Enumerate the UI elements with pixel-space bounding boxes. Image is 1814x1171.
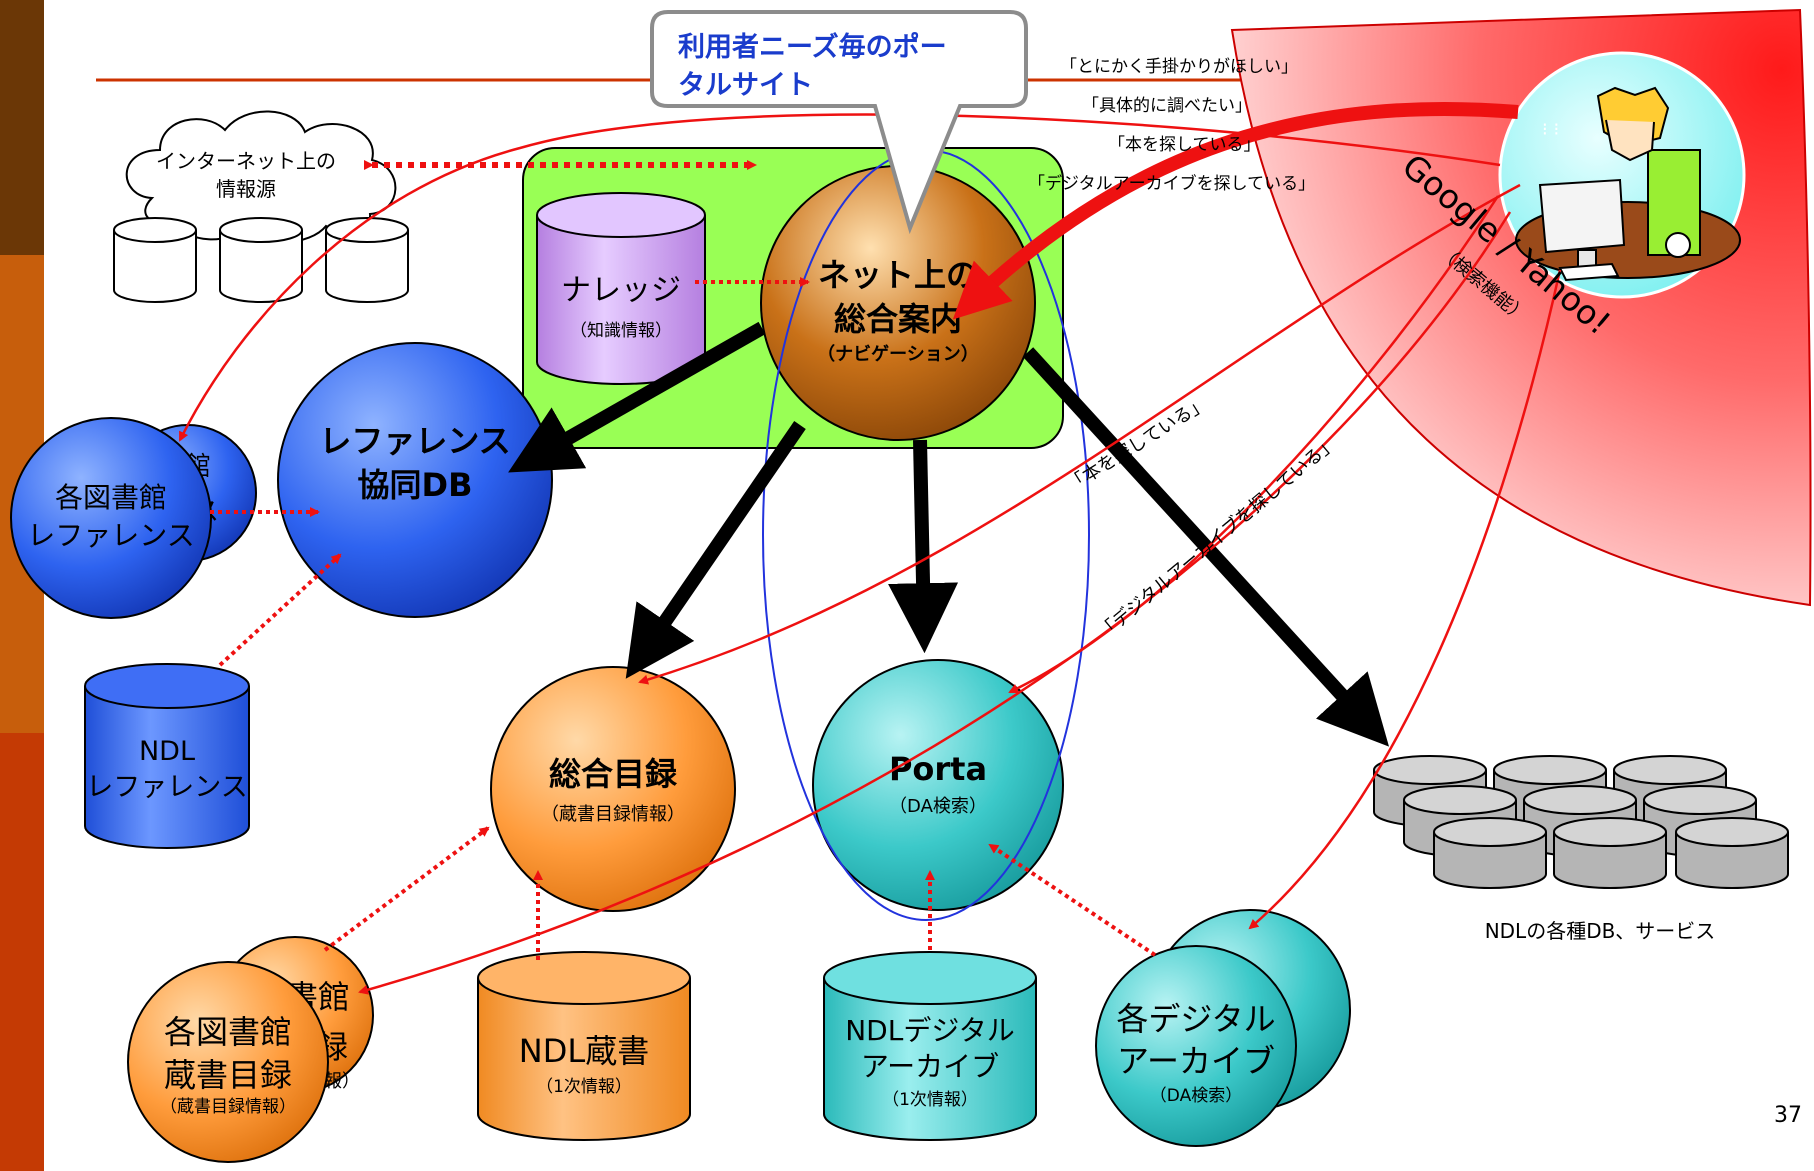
library-catalogs-sphere [127,961,329,1163]
digital-archives-line1: 各デジタル [1116,1000,1275,1038]
query-label-4: 「デジタルアーカイブを探している」 [1028,173,1315,194]
ndl-reference-cylinder [84,663,250,849]
digital-archives-sphere [1095,945,1297,1147]
navigation-subtitle: （ナビゲーション） [817,343,979,365]
knowledge-cylinder [536,192,706,385]
reference-db-sphere [277,342,553,618]
arc-to-union-catalog [638,183,1521,685]
query-label-1: 「とにかく手掛かりがほしい」 [1060,57,1298,77]
user-at-computer-icon: ⁝ ⁝ [1498,51,1746,299]
ndl-db-cylinder [1553,817,1667,889]
ndl-dbs-label: NDLの各種DB、サービス [1485,919,1716,943]
arrow-to-union-catalog [625,421,806,679]
ndl-db-cylinder [1675,817,1789,889]
ndl-holdings-title: NDL蔵書 [519,1032,649,1070]
porta-title: Porta [889,750,987,788]
library-catalogs-back-sub: 報） [324,1071,360,1092]
union-catalog-subtitle: （蔵書目録情報） [541,804,685,825]
digital-archives-line2: アーカイブ [1117,1042,1275,1080]
ndl-reference-line1: NDL [139,736,195,767]
dotted-catalogs-union [323,826,490,952]
sidebar-segment-top [0,0,44,255]
query-arcs [178,113,1562,995]
reference-db-line1: レファレンス [319,422,510,460]
reference-db-line2: 協同DB [358,466,473,504]
arrow-to-ndl-dbs [1022,347,1390,747]
thick-arrow-to-navigation [952,101,1519,320]
arc-to-library-catalogs [358,211,1512,995]
navigation-line1: ネット上の [818,256,978,294]
dotted-arrows [210,160,1157,960]
internet-sources-line2: 情報源 [216,177,276,201]
porta-subtitle: （DA検索） [889,796,987,817]
digital-archives-subtitle: （DA検索） [1150,1086,1242,1106]
knowledge-subtitle: （知識情報） [570,321,672,341]
library-reference-line1: 各図書館 [55,481,167,514]
porta-sphere [812,659,1064,911]
ndl-db-group [1373,755,1789,889]
arrow-to-porta [888,439,959,654]
callout-line1: 利用者ニーズ毎のポー [678,31,947,63]
sidebar-segment-bottom [0,733,44,1171]
ndl-digital-line1: NDLデジタル [845,1014,1015,1047]
ndl-digital-subtitle: （1次情報） [882,1090,978,1110]
query-label-3: 「本を探している」 [1108,135,1261,155]
ndl-digital-archive-cylinder [823,951,1037,1141]
dotted-archives-porta [988,843,1157,957]
library-catalogs-line1: 各図書館 [164,1013,292,1051]
library-reference-sphere [10,417,212,619]
portal-callout [650,10,1028,235]
library-catalogs-line2: 蔵書目録 [164,1056,292,1094]
ndl-holdings-subtitle: （1次情報） [536,1077,632,1097]
page-number: 37 [1774,1103,1802,1128]
navigation-line2: 総合案内 [834,300,962,338]
ndl-holdings-cylinder [477,951,691,1141]
ndl-digital-line2: アーカイブ [861,1050,999,1083]
ndl-reference-line2: レファレンス [86,772,247,803]
navigation-arrows [508,321,1390,747]
arrow-to-reference-db [508,321,766,473]
arc-to-digital-archives [1248,269,1562,930]
dotted-ndl-reference-db [218,553,342,667]
union-catalog-sphere [490,666,736,912]
callout-line2: タルサイト [678,70,813,101]
internet-sources-line1: インターネット上の [156,149,336,173]
svg-text:⁝ ⁝: ⁝ ⁝ [1542,119,1559,140]
library-catalogs-subtitle: （蔵書目録情報） [160,1097,296,1117]
ndl-db-cylinder [1433,817,1547,889]
union-catalog-title: 総合目録 [549,755,678,793]
internet-db-cylinders [113,217,409,303]
query-label-2: 「具体的に調べたい」 [1082,96,1252,116]
library-reference-line2: レファレンス [27,519,194,552]
knowledge-title: ナレッジ [561,273,681,308]
arc-to-library-reference [178,113,1501,442]
